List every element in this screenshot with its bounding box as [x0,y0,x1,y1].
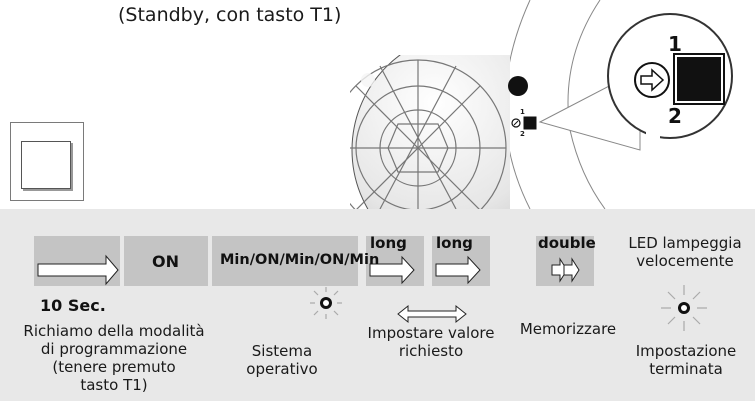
system-line2: operativo [246,360,318,378]
done-line1: Impostazione [635,342,737,360]
adjust-arrow-icon [397,304,467,324]
mini-label-2: 2 [520,130,525,138]
double-label: double [538,234,596,252]
wall-switch-rocker [21,141,71,189]
arrow-button-icon [634,62,670,98]
long-label-1: long [370,234,407,252]
system-line1: Sistema [251,342,313,360]
step-on-box [124,236,208,286]
led-blink-line1: LED lampeggia [628,234,742,252]
long-arrow-icon-2 [435,255,481,285]
mini-t1-button [523,116,537,130]
led-operational-icon [310,287,342,319]
recall-line4: tasto T1) [80,376,148,394]
callout-circle [607,13,733,139]
step-double-box [536,236,594,286]
set-value-line1: Impostare valore [367,324,495,342]
double-arrow-icon-2 [563,257,580,283]
led-blink-line2: velocemente [636,252,734,270]
press-arrow-icon [37,254,119,286]
set-value-line2: richiesto [398,342,464,360]
callout-label-2: 2 [668,104,682,128]
t1-key-icon [677,57,721,101]
done-line2: terminata [649,360,723,378]
device-illustration [350,0,733,209]
led-dot [508,76,528,96]
page-title: (Standby, con tasto T1) [118,4,342,26]
on-label: ON [152,252,179,271]
step-long-box-2 [432,236,490,286]
sequence-graphics [37,254,707,331]
step-sequence-box [212,236,358,286]
recall-line2: di programmazione [40,340,188,358]
store-label: Memorizzare [519,320,617,338]
mini-label-1: 1 [520,108,525,116]
mini-arrow-icon [511,118,521,128]
pir-lens [350,55,510,209]
long-arrow-icon-1 [369,255,415,285]
duration-label: 10 Sec. [40,296,106,315]
callout-label-1: 1 [668,32,682,56]
step-long-box-1 [366,236,424,286]
recall-line3: (tenere premuto [52,358,176,376]
long-label-2: long [436,234,473,252]
sequence-label: Min/ON/Min/ON/Min [220,252,380,268]
led-blinking-icon [661,285,707,331]
recall-line1: Richiamo della modalità [23,322,205,340]
